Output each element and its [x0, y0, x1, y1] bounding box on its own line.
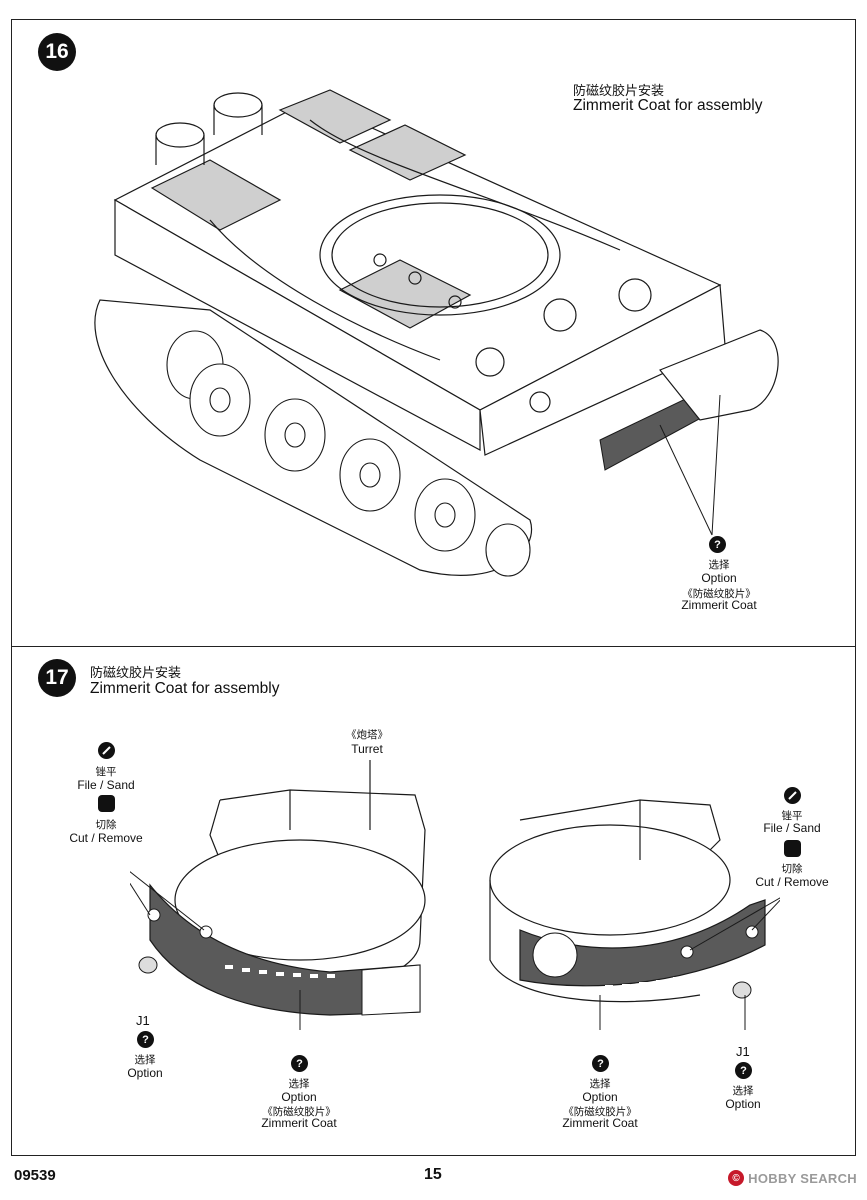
step-17-title-en: Zimmerit Coat for assembly: [90, 680, 280, 697]
left-cut-en: Cut / Remove: [69, 831, 143, 845]
right-sand-zh: 锉平: [781, 810, 803, 822]
step-16-option-en: Option: [701, 571, 737, 585]
right-cut-zh: 切除: [781, 863, 803, 875]
right-cut-en: Cut / Remove: [755, 875, 829, 889]
watermark-logo-icon: ©: [728, 1170, 745, 1186]
cut-remove-icon-right: [784, 840, 801, 857]
left-part-j1: J1: [136, 1013, 150, 1028]
left-cut-zh: 切除: [95, 819, 117, 831]
right-coat-zh1: 选择: [589, 1078, 611, 1090]
right-option-help-icon: ?: [735, 1062, 752, 1079]
turret-right-drawing: [489, 799, 780, 1030]
kit-number: 09539: [14, 1167, 56, 1184]
step-16-option-zh: 选择: [708, 559, 730, 571]
step-17-number: 17: [38, 659, 76, 697]
right-coat-en1: Option: [582, 1090, 618, 1104]
step-16-number: 16: [38, 33, 76, 71]
file-sand-icon-left: [98, 742, 115, 759]
left-coat-zh2: 《防磁纹胶片》: [262, 1106, 336, 1118]
left-coat-en2: Zimmerit Coat: [261, 1116, 337, 1130]
left-sand-en: File / Sand: [77, 778, 135, 792]
right-sand-en: File / Sand: [763, 821, 821, 835]
left-option-zh: 选择: [134, 1054, 156, 1066]
right-option-en: Option: [725, 1097, 761, 1111]
left-coat-zh1: 选择: [288, 1078, 310, 1090]
step-16-coat-en: Zimmerit Coat: [681, 598, 757, 612]
right-coat-en2: Zimmerit Coat: [562, 1116, 638, 1130]
cut-remove-icon-left: [98, 795, 115, 812]
right-option-zh: 选择: [732, 1085, 754, 1097]
left-sand-zh: 锉平: [95, 766, 117, 778]
right-part-j1: J1: [736, 1044, 750, 1059]
turret-label-zh: 《炮塔》: [346, 729, 388, 741]
file-sand-icon-right: [784, 787, 801, 804]
tank-hull-drawing: [94, 89, 779, 577]
watermark: © HOBBY SEARCH: [728, 1170, 857, 1186]
page-number: 15: [424, 1166, 442, 1183]
turret-label-en: Turret: [351, 742, 383, 756]
left-option-en: Option: [127, 1066, 163, 1080]
step-16-title-en: Zimmerit Coat for assembly: [573, 97, 763, 114]
turret-left-drawing: [130, 760, 426, 1030]
left-option-help-icon: ?: [137, 1031, 154, 1048]
left-coat-en1: Option: [281, 1090, 317, 1104]
watermark-text: HOBBY SEARCH: [748, 1170, 857, 1186]
step-17-title-zh: 防磁纹胶片安装: [90, 666, 182, 681]
right-coat-help-icon: ?: [592, 1055, 609, 1072]
step-16-title-zh: 防磁纹胶片安装: [573, 84, 665, 99]
step-16-coat-zh: 《防磁纹胶片》: [682, 588, 756, 600]
left-coat-help-icon: ?: [291, 1055, 308, 1072]
option-help-icon: ?: [709, 536, 726, 553]
right-coat-zh2: 《防磁纹胶片》: [563, 1106, 637, 1118]
